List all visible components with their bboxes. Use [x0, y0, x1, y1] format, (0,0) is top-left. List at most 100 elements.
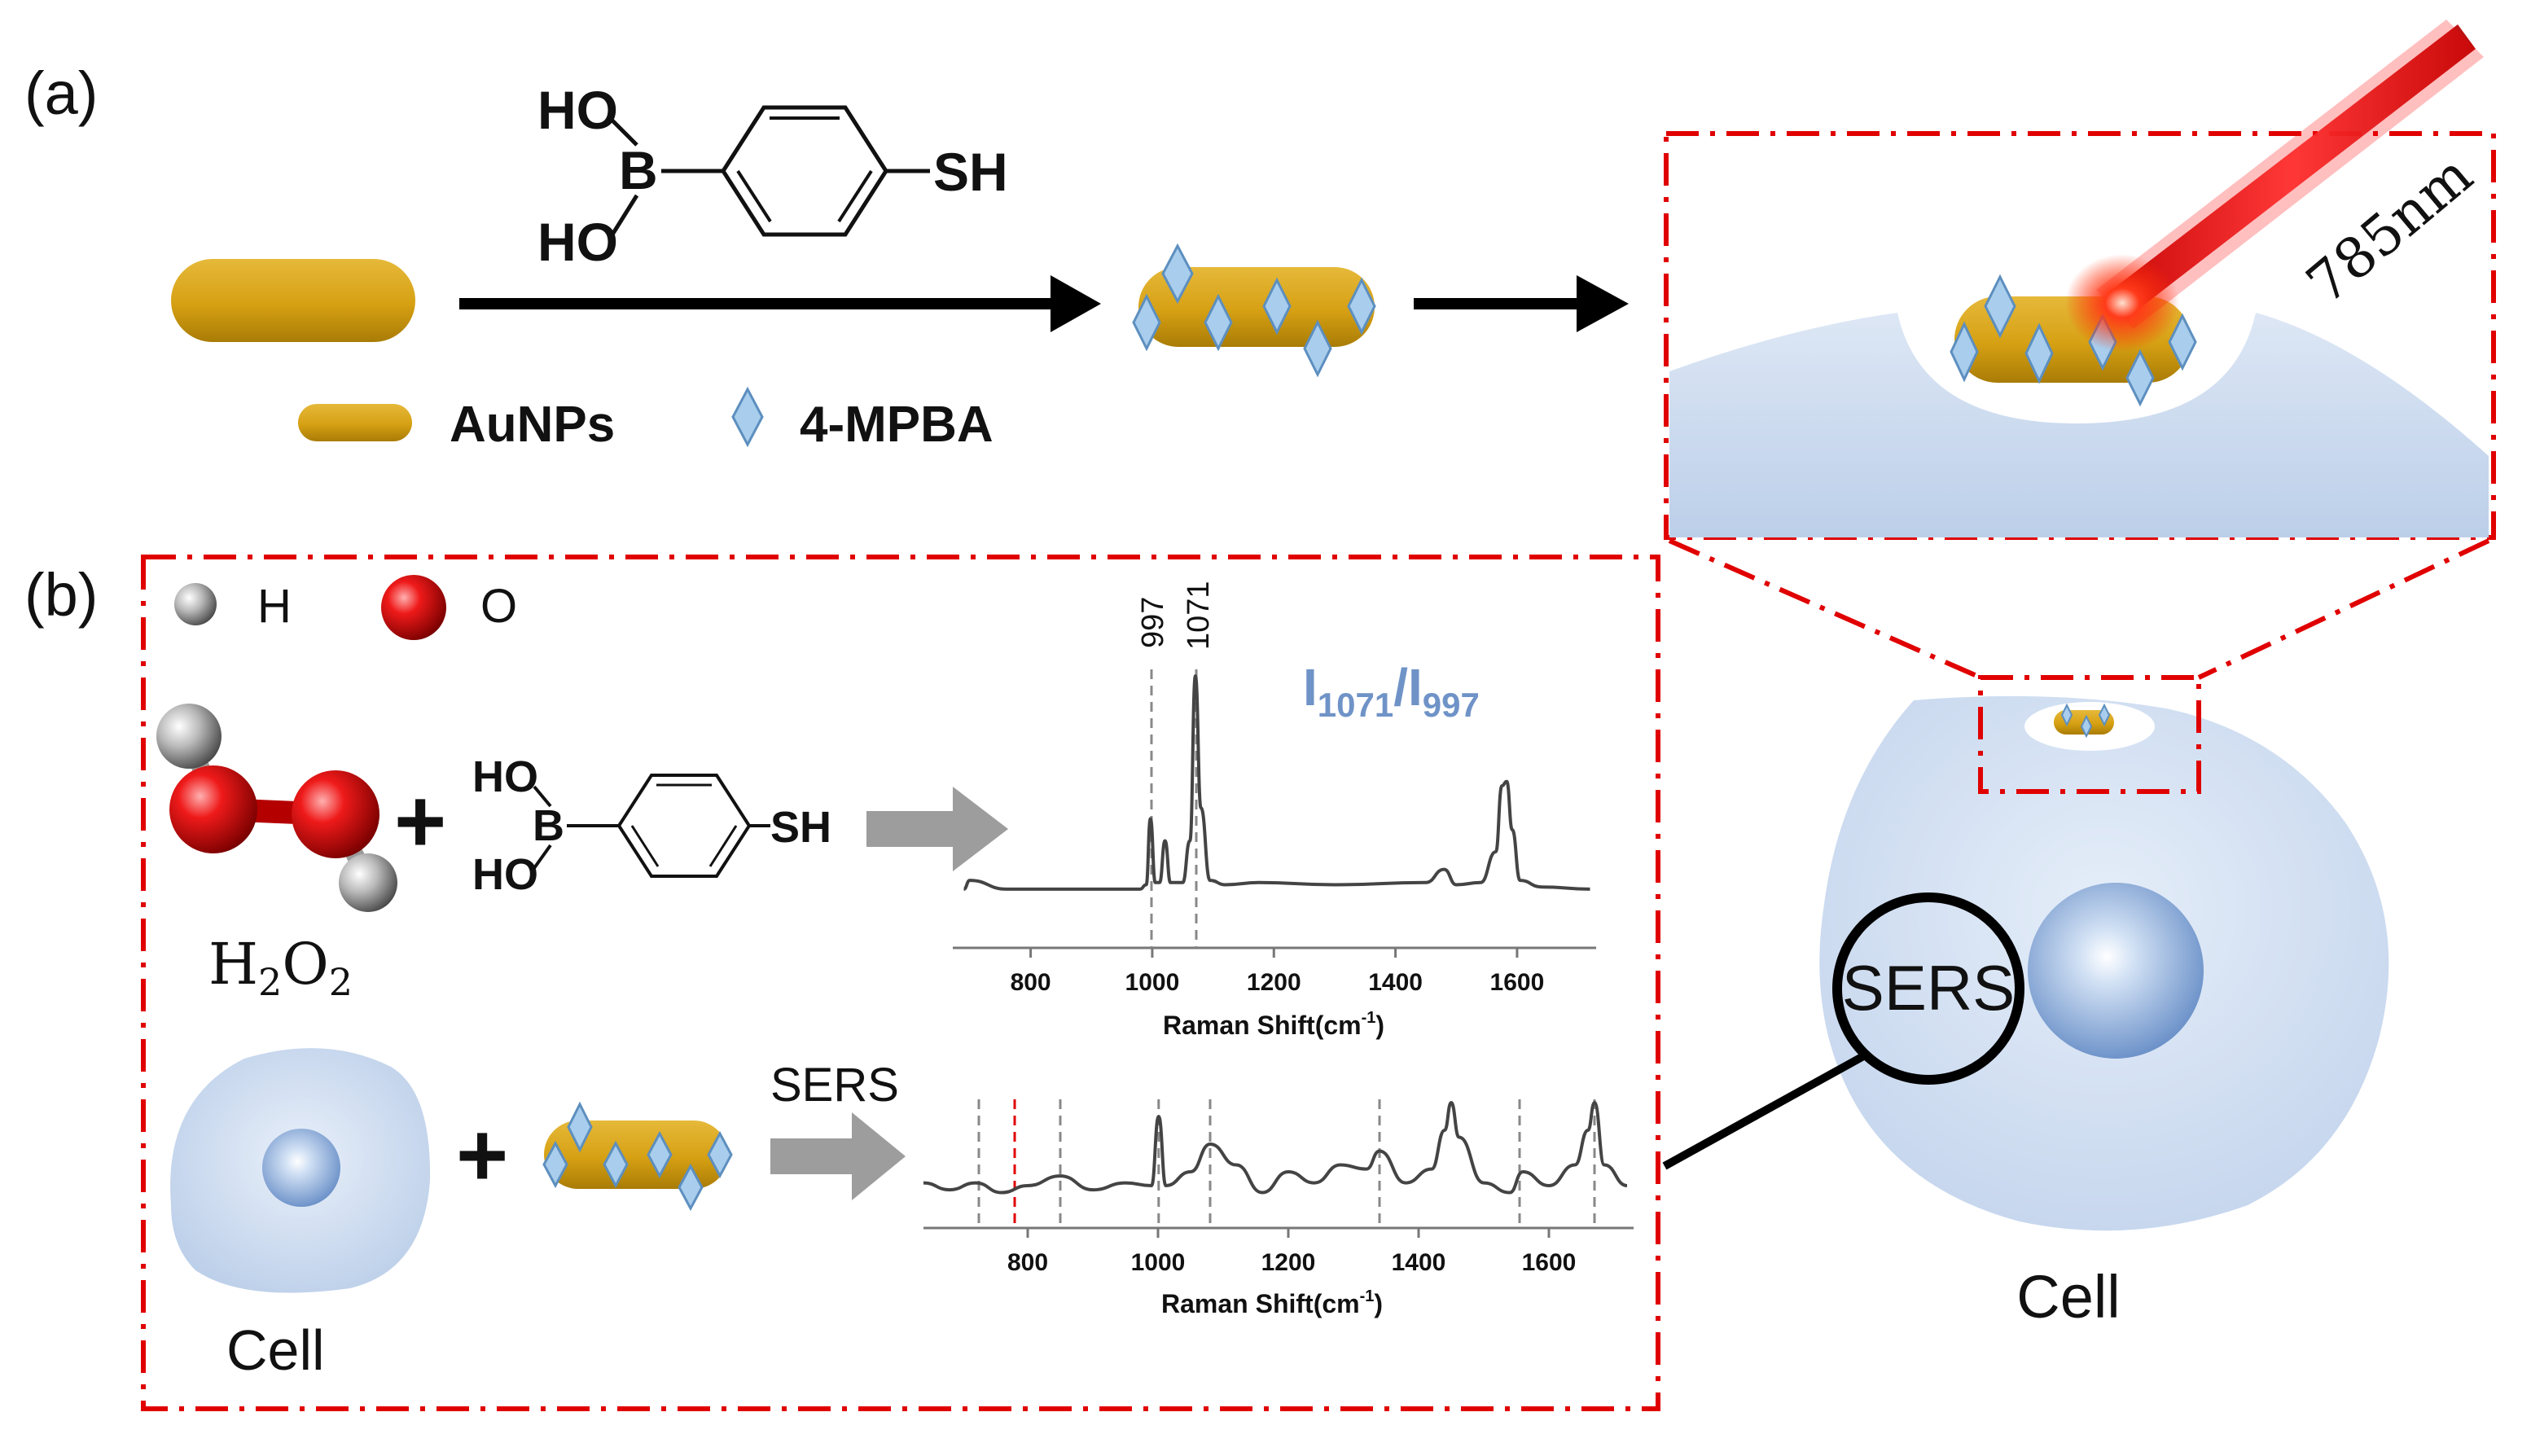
legend-gold-swatch: [298, 404, 412, 441]
spectrum-top-line: [963, 673, 1590, 891]
reaction-arrow-2-shaft: [1414, 298, 1585, 309]
mpba-b-sh: SH: [770, 803, 831, 852]
large-cell: SERS Cell: [1662, 675, 2389, 1331]
gray-arrow-1: [866, 787, 1008, 871]
functionalized-nanorod-a: [1132, 243, 1376, 378]
ligand-diamond: [707, 1130, 733, 1179]
mpba-structure-b: HO B HO SH: [472, 752, 831, 899]
tick-label: 1400: [1368, 969, 1423, 996]
mpba-a-ho-bottom: HO: [537, 212, 618, 272]
spectrum-bottom-guides: [977, 1099, 1596, 1228]
mpba-b-ho-top: HO: [472, 752, 538, 801]
spectrum-bottom-tick-labels: 800 1000 1200 1400 1600: [1007, 1249, 1576, 1276]
laser-spot: [2065, 254, 2179, 352]
oxygen-legend-label: O: [480, 580, 517, 633]
legend-gold-label: AuNPs: [450, 397, 615, 453]
zoom-cell-membrane: [1669, 313, 2489, 537]
mpba-a-sh: SH: [933, 142, 1008, 202]
ligand-diamond: [1984, 274, 2016, 339]
hydrogen-legend-label: H: [257, 580, 292, 633]
panel-a-label: (a): [24, 59, 98, 127]
peak-997-label: 997: [1136, 597, 1170, 648]
zoom-connector-right: [2197, 538, 2490, 680]
nanorod-b-body: [544, 1121, 728, 1189]
benzene-ring-a-inner2: [736, 169, 772, 223]
spectrum-bottom-xlabel: Raman Shift(cm-1): [1161, 1287, 1383, 1318]
spectrum-top-xlabel: Raman Shift(cm-1): [1163, 1009, 1384, 1040]
laser-beam-halo: [2096, 20, 2484, 329]
sers-magnifier-label: SERS: [1842, 952, 2015, 1024]
ligand-diamond: [603, 1140, 629, 1189]
sers-magnifier-handle: [1662, 1051, 1867, 1170]
zoom-connector-left: [1668, 538, 1982, 680]
spectrum-bottom-line: [923, 1100, 1628, 1195]
panel-b-label: (b): [24, 561, 98, 629]
benzene-ring-b: [616, 774, 752, 878]
zoom-box: 785nm: [1664, 20, 2496, 540]
ligand-diamond: [1161, 243, 1194, 305]
tick-label: 1400: [1392, 1249, 1446, 1276]
hydrogen-atom-icon: [174, 583, 217, 625]
mpba-b-ho-bottom: HO: [472, 850, 538, 899]
plus-sign-1: +: [394, 771, 446, 871]
plus-sign-2: +: [456, 1105, 508, 1205]
hydrogen-atom-icon: [156, 704, 222, 769]
gray-arrow-2: [770, 1112, 906, 1200]
intensity-ratio-label: I1071/I997: [1303, 658, 1480, 724]
reaction-arrow-1-shaft: [459, 298, 1062, 309]
spectrum-top: 997 1071 800 1000 1200 1400 1600 Raman S…: [953, 581, 1596, 1040]
tick-label: 1600: [1490, 969, 1545, 996]
mpba-b-bond-top: [533, 785, 552, 808]
ligand-diamond: [2098, 703, 2111, 727]
oxygen-atom-icon: [381, 575, 446, 640]
legend-ligand-swatch: [731, 386, 764, 448]
functionalized-nanorod-b: [542, 1101, 733, 1212]
ligand-diamond: [1132, 293, 1161, 352]
panel-b-frame: [141, 555, 1660, 1411]
h2o2-formula: H2O2: [208, 931, 353, 1004]
small-cell-nucleus: [262, 1129, 340, 1207]
peak-1071-label: 1071: [1182, 581, 1216, 650]
ligand-group-b: [542, 1101, 733, 1212]
ligand-diamond: [567, 1101, 593, 1153]
large-cell-nucleus: [2028, 883, 2204, 1059]
ligand-diamond: [1347, 277, 1376, 335]
spectrum-bottom: 800 1000 1200 1400 1600 Raman Shift(cm-1…: [923, 1099, 1634, 1318]
ligand-diamond: [2080, 714, 2093, 739]
ligand-group-a: [1132, 243, 1376, 378]
benzene-ring-b-inner3: [708, 825, 738, 867]
sers-arrow-label: SERS: [770, 1059, 899, 1112]
reaction-arrow-1-head: [1051, 275, 1101, 332]
hydrogen-atom-icon: [339, 853, 397, 912]
benzene-ring-a: [721, 105, 888, 237]
large-cell-zoom-box: [1978, 675, 2201, 794]
reaction-arrow-2-head: [1577, 275, 1629, 332]
tick-label: 1200: [1261, 1249, 1316, 1276]
mpba-b-bond-bottom: [533, 844, 552, 870]
benzene-ring-b-inner2: [630, 825, 660, 867]
mpba-a-ho-top: HO: [537, 80, 618, 140]
ligand-diamond: [542, 1140, 568, 1189]
tick-label: 1000: [1125, 969, 1180, 996]
ligand-diamond: [1303, 319, 1332, 378]
tick-label: 800: [1011, 969, 1051, 996]
mpba-b-boron: B: [533, 801, 564, 850]
large-cell-label: Cell: [2016, 1263, 2120, 1331]
spectrum-top-tick-labels: 800 1000 1200 1400 1600: [1011, 969, 1545, 996]
mpba-a-boron: B: [619, 140, 658, 200]
h2o2-molecule: [156, 704, 397, 912]
small-cell-label: Cell: [226, 1318, 325, 1382]
benzene-ring-a-inner3: [837, 169, 873, 223]
ligand-diamond: [2024, 322, 2054, 384]
sers-magnifier-ring: [1832, 892, 2024, 1085]
oxygen-atom-icon: [292, 770, 379, 858]
ligand-diamond: [1950, 321, 1979, 383]
tick-label: 1000: [1131, 1249, 1186, 1276]
mpba-a-bond-top: [611, 119, 638, 147]
spectrum-top-ticks: [1029, 948, 1519, 958]
ligand-diamond: [2060, 703, 2073, 727]
zoom-ligand-group: [1950, 274, 2197, 407]
oxygen-atom-icon: [169, 765, 257, 853]
legend-ligand-label: 4-MPBA: [800, 397, 994, 453]
